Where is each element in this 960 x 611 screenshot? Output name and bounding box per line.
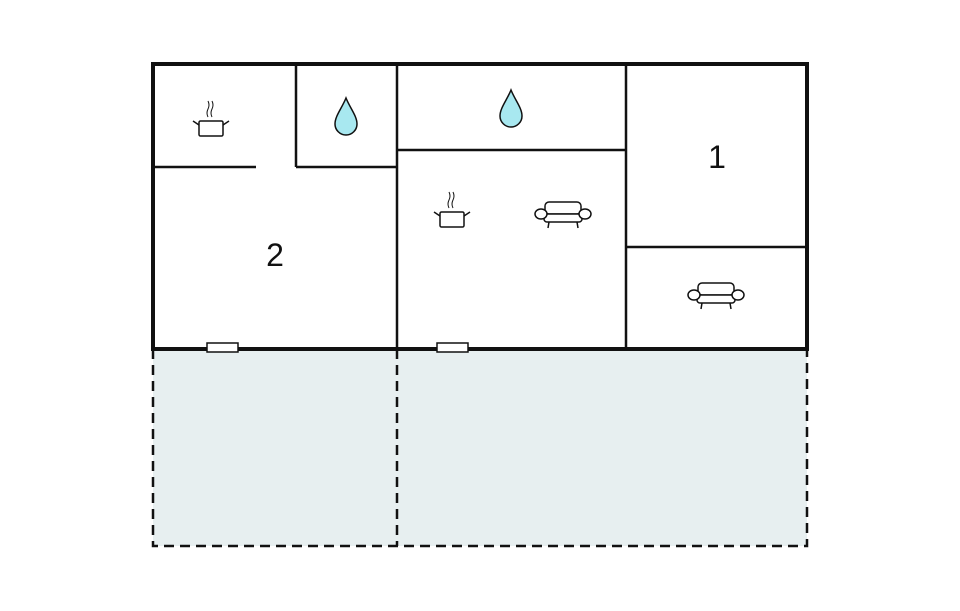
sofa-icon [534, 201, 592, 229]
door-marker [206, 342, 239, 353]
room-label-1: 1 [708, 139, 726, 175]
water-drop-icon [334, 95, 358, 136]
terrace-fill [153, 349, 807, 546]
interior-walls [153, 64, 807, 349]
water-drop-icon [499, 87, 523, 128]
cooking-pot-icon [433, 191, 471, 228]
door-marker [436, 342, 469, 353]
terrace [151, 349, 809, 548]
room-label-2: 2 [266, 237, 284, 273]
cooking-pot-icon [192, 100, 230, 137]
terrace-outline [151, 349, 809, 548]
outer-walls [151, 62, 809, 351]
sofa-icon [687, 282, 745, 310]
